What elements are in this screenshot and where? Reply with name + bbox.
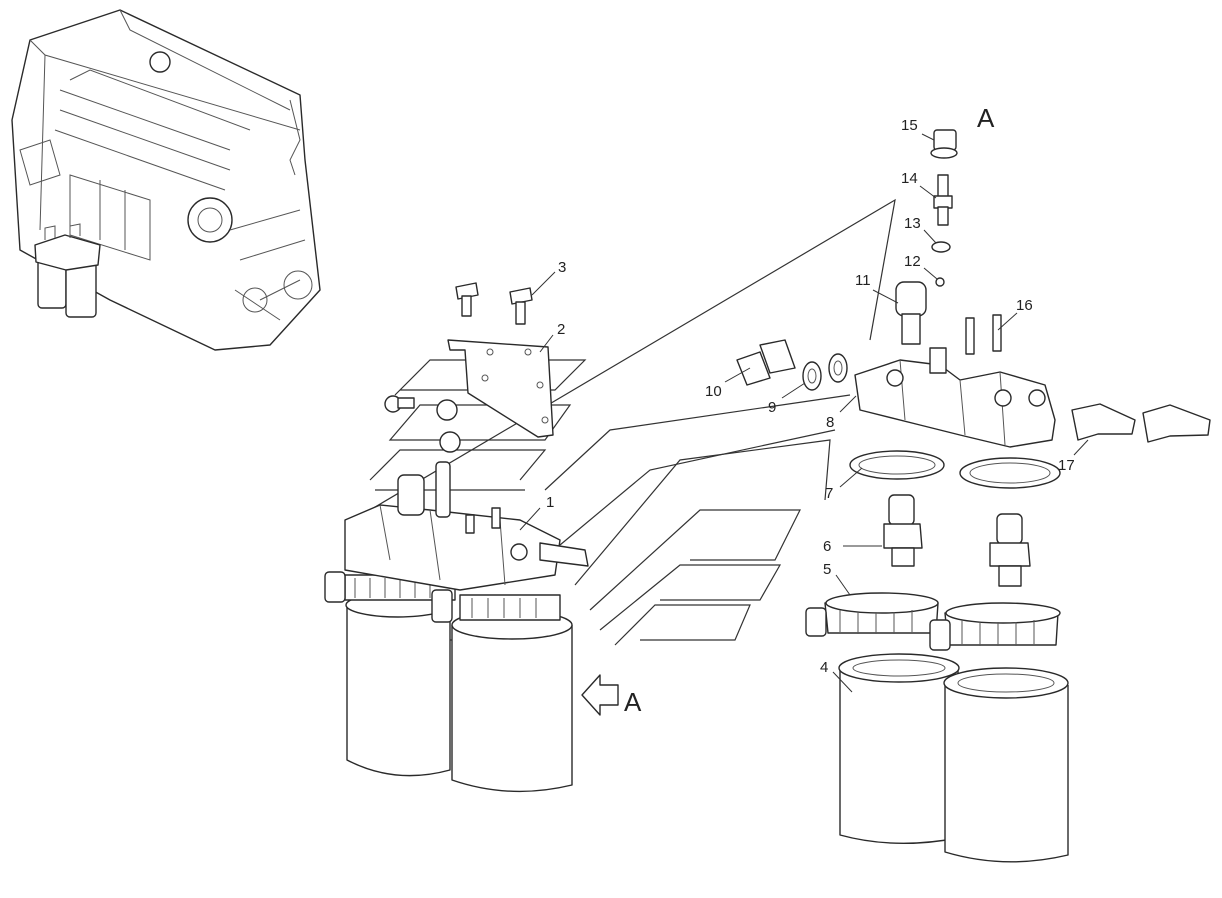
callout-13: 13 [904,215,921,232]
callout-labels: 1 2 3 4 5 6 7 8 9 10 11 12 13 14 15 16 1… [546,117,1075,676]
callout-11: 11 [855,272,871,289]
leader-lines [519,133,1089,693]
seal-rings [849,450,1061,489]
callout-15: 15 [901,117,918,134]
bracket-and-bolts [384,282,554,453]
callout-5: 5 [823,561,831,578]
callout-7: 7 [825,485,833,502]
callout-4: 4 [820,659,828,676]
view-direction-arrow: A [581,674,642,717]
exploded-filter-head [736,129,1211,448]
callout-9: 9 [768,399,776,416]
engine-overview-illustration [11,9,321,351]
callout-12: 12 [904,253,921,270]
view-arrow-label: A [624,687,642,717]
callout-14: 14 [901,170,918,187]
callout-8: 8 [826,414,834,431]
assembled-filter-unit [324,461,589,793]
callout-16: 16 [1016,297,1033,314]
callout-6: 6 [823,538,831,555]
view-label: A [977,103,995,133]
callout-10: 10 [705,383,722,400]
callout-2: 2 [557,321,565,338]
filter-bowls [805,592,1061,651]
callout-1: 1 [546,494,554,511]
filter-cartridges [838,653,1069,863]
callout-17: 17 [1058,457,1075,474]
water-sensors [883,494,1031,587]
callout-3: 3 [558,259,566,276]
